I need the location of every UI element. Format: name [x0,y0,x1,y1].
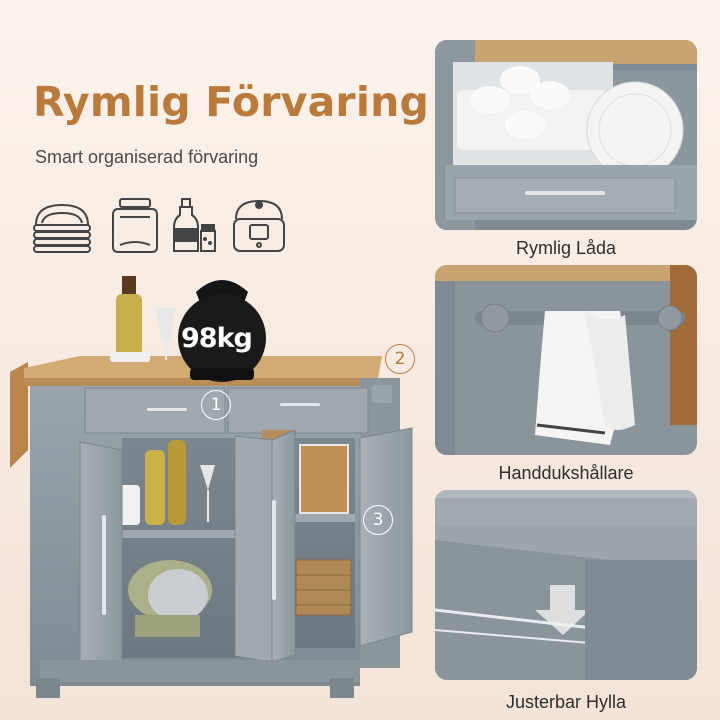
badge-drawer: 1 [201,390,231,420]
panel-caption-towel-holder: Handdukshållare [498,463,634,483]
rice-cooker-icon [233,199,285,252]
panel-drawer [435,40,697,230]
adjustable-shelf-photo [435,490,697,680]
towel-holder-photo [435,265,697,455]
badge-towel-holder: 2 [385,344,415,374]
badge-shelf: 3 [363,505,393,535]
panel-caption-adjustable-shelf: Justerbar Hylla [505,692,627,712]
subline: Smart organiserad förvaring [35,147,259,167]
jar-icon [112,198,158,253]
panel-caption-drawer: Rymlig Låda [515,238,617,258]
drawer-photo [435,40,697,230]
panel-adjustable-shelf [435,490,697,680]
plates-icon [33,203,91,253]
panel-towel-holder [435,265,697,455]
kitchen-cabinet-illustration [10,276,413,698]
bottles-icon [173,198,216,252]
headline: Rymlig Förvaring [33,78,430,126]
weight-capacity-label: 98kg [181,323,253,354]
